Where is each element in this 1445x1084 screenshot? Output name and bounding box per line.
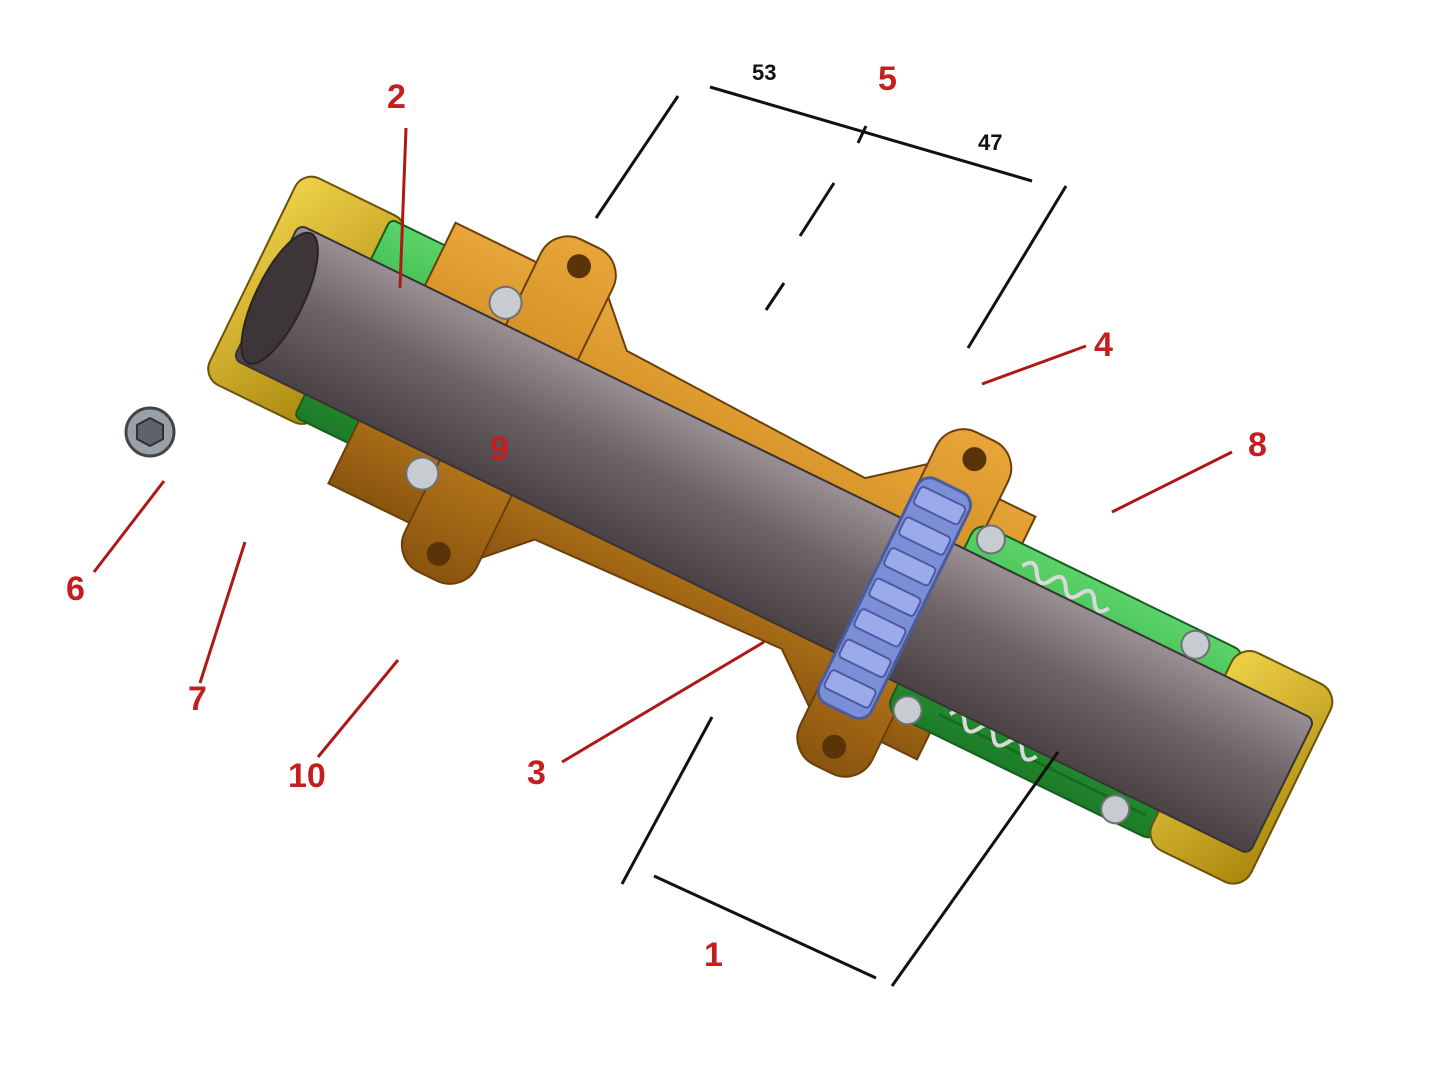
callout-10: 10 bbox=[288, 757, 326, 795]
leader-2 bbox=[398, 127, 408, 289]
bearing-ball-icon bbox=[1180, 629, 1211, 660]
callout-6: 6 bbox=[66, 570, 85, 608]
callout-5: 5 bbox=[878, 60, 897, 98]
leader-3 bbox=[561, 640, 765, 764]
bearing-ball-icon bbox=[975, 524, 1006, 555]
callout-8: 8 bbox=[1248, 426, 1267, 464]
axle-tube bbox=[234, 226, 1313, 853]
hub-drawing bbox=[124, 175, 1334, 885]
spoke-hole-icon bbox=[426, 541, 451, 566]
dimension-label-53: 53 bbox=[752, 60, 776, 85]
dimension-label-47: 47 bbox=[978, 130, 1002, 155]
spoke-hole-icon bbox=[566, 254, 591, 279]
callout-7: 7 bbox=[188, 680, 207, 718]
leader-lines bbox=[92, 127, 1233, 764]
callout-4: 4 bbox=[1094, 326, 1113, 364]
leader-4 bbox=[981, 344, 1087, 386]
pawl-springs bbox=[949, 560, 1110, 762]
ratchet-ring bbox=[816, 476, 973, 720]
hex-bolt bbox=[124, 406, 176, 458]
bearings bbox=[405, 285, 1211, 825]
bearing-ball-icon bbox=[1100, 794, 1131, 825]
callout-9: 9 bbox=[490, 430, 509, 468]
bearing-ball-icon bbox=[405, 456, 440, 491]
callout-1: 1 bbox=[704, 936, 723, 974]
leader-8 bbox=[1111, 450, 1233, 514]
leader-6 bbox=[92, 480, 166, 573]
bearing-ball-icon bbox=[488, 285, 523, 320]
bearing-ball-icon bbox=[892, 695, 923, 726]
dimension-lines bbox=[594, 85, 1068, 987]
labels: 53 47 1 2 3 4 5 6 7 8 9 10 bbox=[66, 60, 1267, 974]
leader-7 bbox=[198, 541, 247, 684]
hub-shell bbox=[207, 175, 1334, 885]
spoke-hole-icon bbox=[962, 447, 987, 472]
spoke-hole-icon bbox=[822, 734, 847, 759]
callout-2: 2 bbox=[387, 78, 406, 116]
axle-bore bbox=[240, 231, 319, 365]
leader-10 bbox=[316, 659, 400, 758]
callout-3: 3 bbox=[527, 754, 546, 792]
